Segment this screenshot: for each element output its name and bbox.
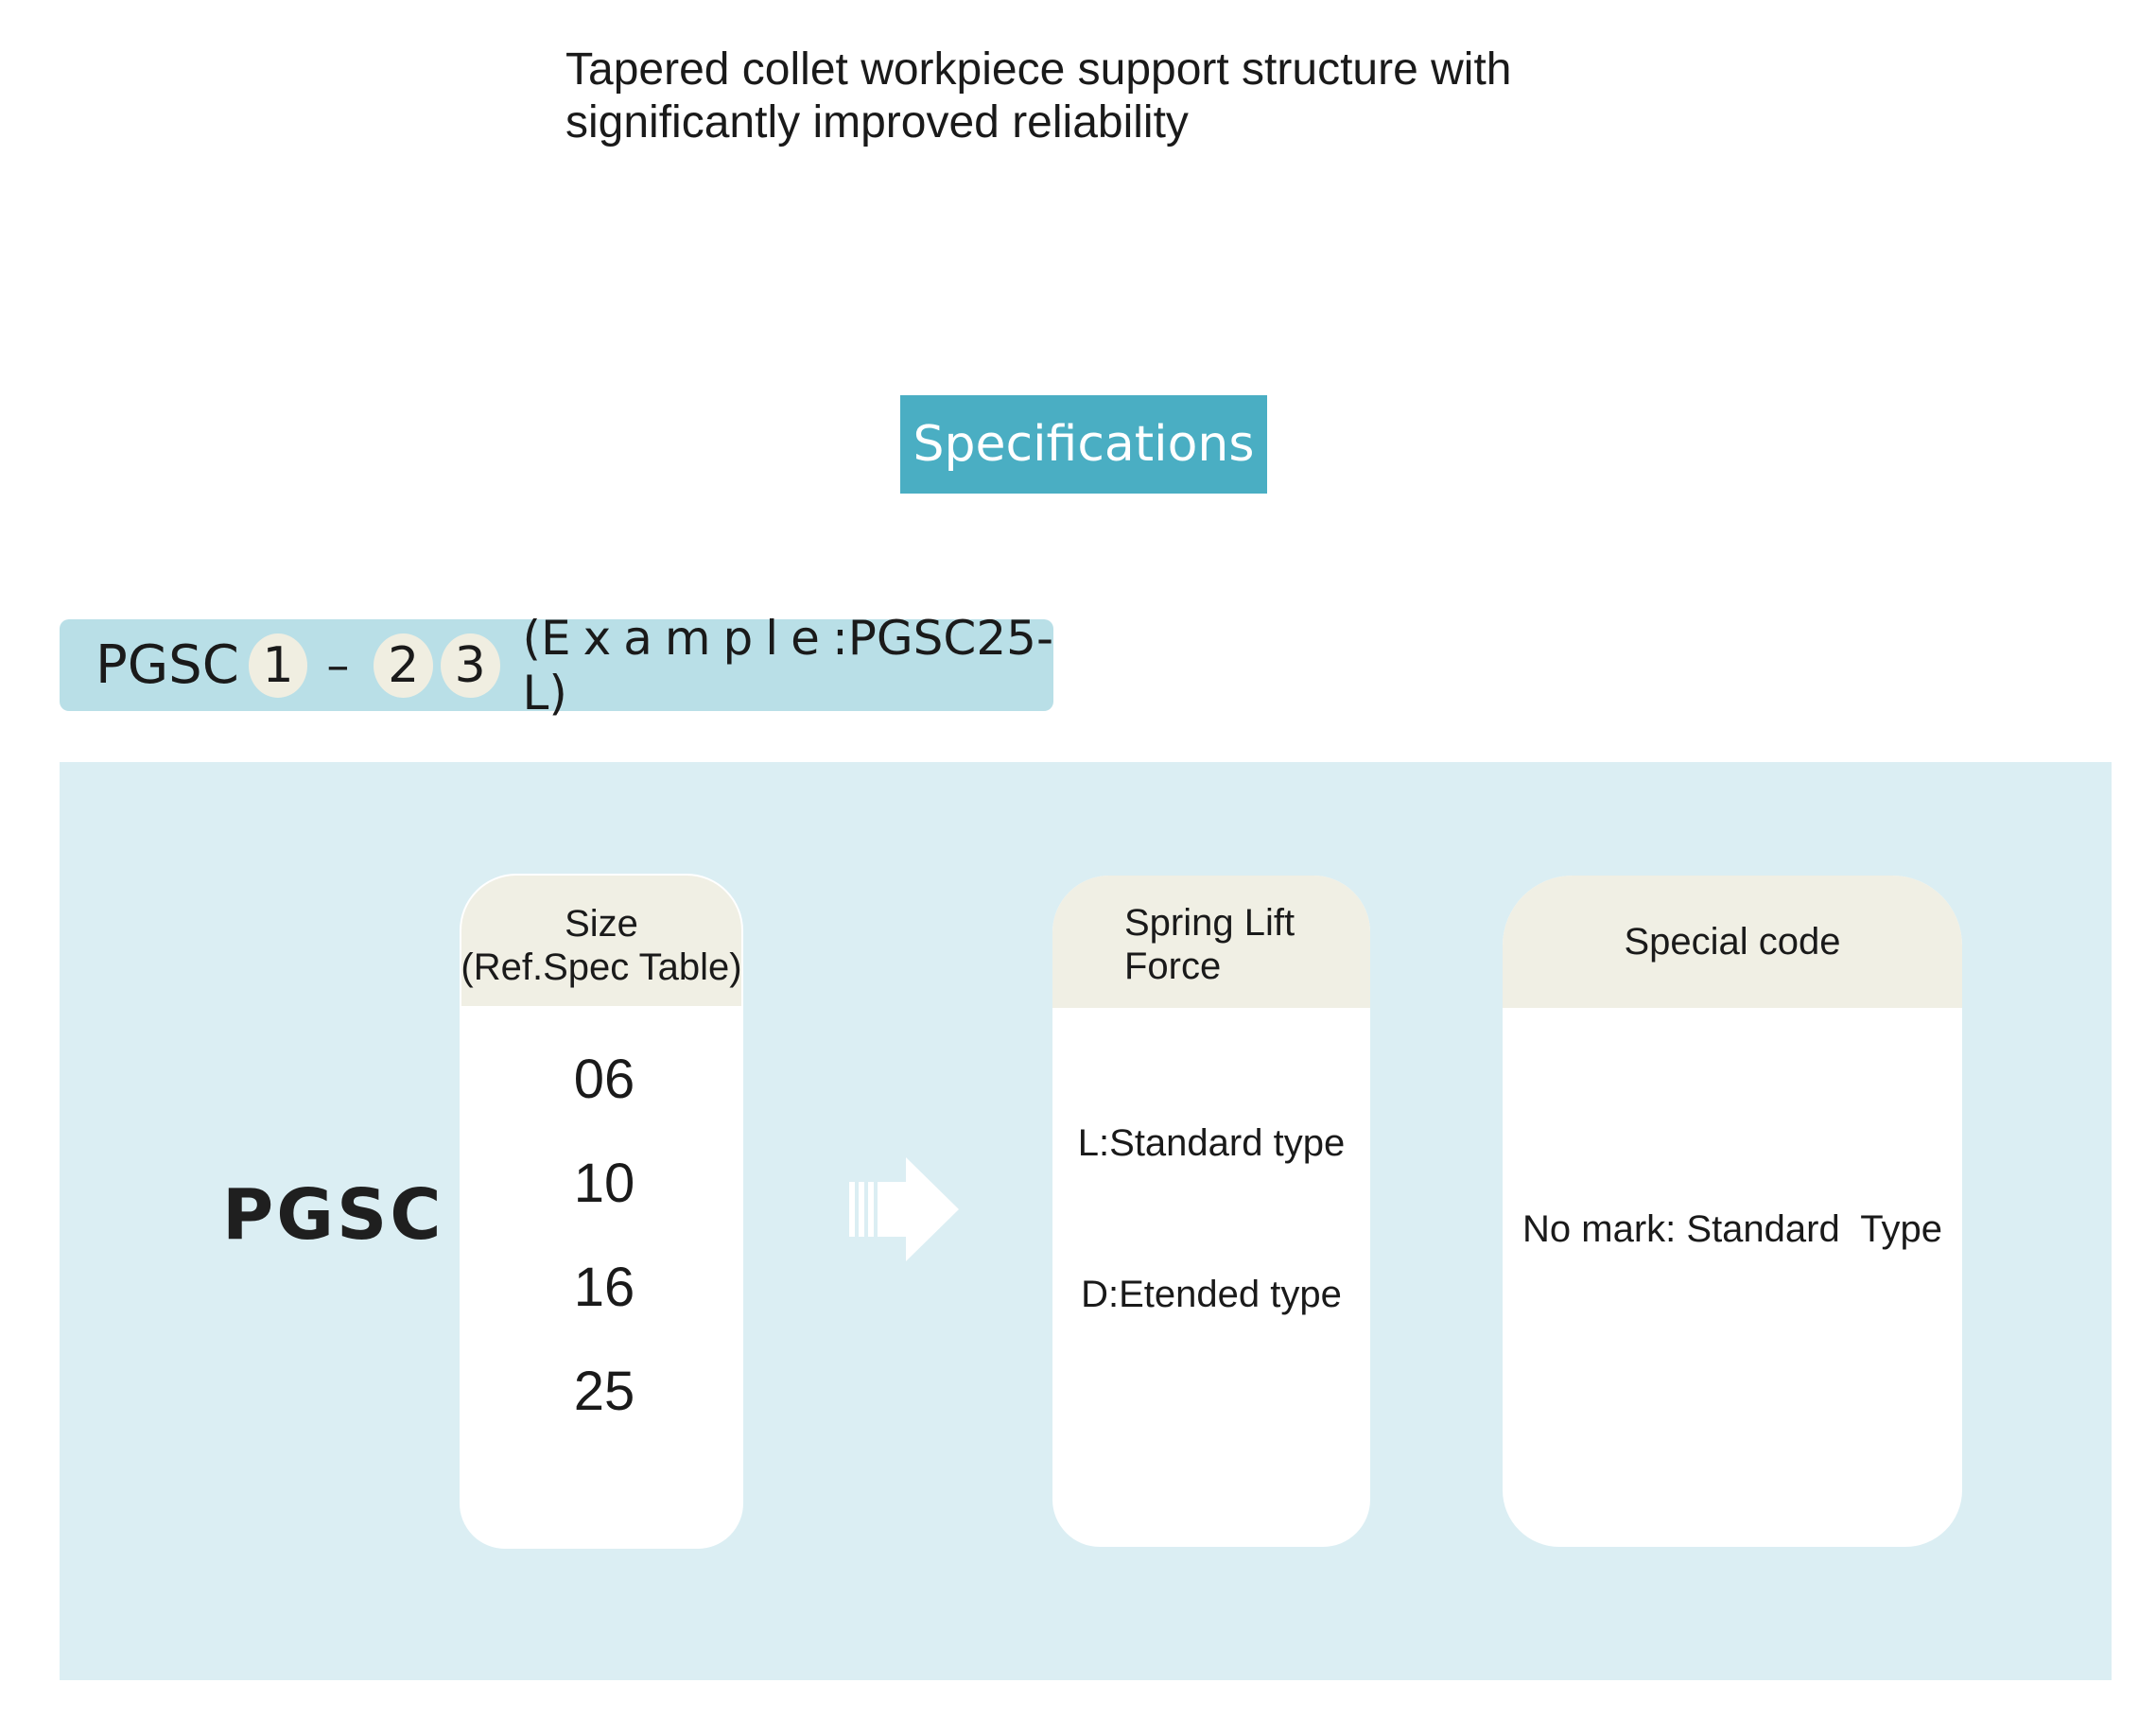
special-code-title: Special code [1624,921,1841,963]
spring-lift-title-line-1: Spring Lift [1124,902,1295,944]
special-code-card: Special code No mark: Standard Type [1503,876,1962,1547]
size-card-header: Size (Ref.Spec Table) [461,876,741,1006]
size-value: 16 [573,1257,635,1318]
model-code-slot-1: 1 [248,633,308,698]
size-value: 10 [573,1153,635,1214]
example-code: :PGSC25-L) [522,610,1054,720]
model-code-slot-3: 3 [440,633,500,698]
model-code-dash: – [326,638,350,692]
model-code-prefix: PGSC [96,634,239,696]
size-value-list: 06 10 16 25 [461,1006,741,1466]
right-arrow-icon [849,1157,959,1261]
size-value: 25 [573,1361,635,1422]
model-code-bar: PGSC 1 – 2 3 (Example:PGSC25-L) [60,611,1053,720]
size-value: 06 [573,1049,635,1110]
spring-lift-title-line-2: Force [1124,946,1222,987]
example-open-paren: ( [522,610,542,666]
size-card-subtitle: (Ref.Spec Table) [461,946,742,988]
specifications-banner: Specifications [900,395,1267,494]
ordering-panel: PGSC Size (Ref.Spec Table) 06 10 16 25 S… [60,762,2112,1680]
size-card: Size (Ref.Spec Table) 06 10 16 25 [460,874,743,1549]
headline-line-2: significantly improved reliability [565,97,1189,148]
spring-lift-option: D:Etended type [1081,1274,1342,1315]
special-code-value: No mark: Standard Type [1522,1208,1942,1250]
spring-lift-option: L:Standard type [1077,1122,1346,1164]
model-code-slot-2: 2 [374,633,433,698]
headline-line-1: Tapered collet workpiece support structu… [565,44,1512,95]
size-card-title: Size [565,903,638,945]
special-code-card-header: Special code [1503,876,1962,1008]
example-word: Example [541,610,832,666]
page-headline: Tapered collet workpiece support structu… [565,43,1700,149]
spring-lift-card-header: Spring Lift Force [1052,876,1370,1008]
series-name: PGSC [222,1174,444,1256]
spring-lift-value-list: L:Standard type D:Etended type [1052,1121,1370,1424]
model-code-example: (Example:PGSC25-L) [523,611,1054,720]
spring-lift-card: Spring Lift Force L:Standard type D:Eten… [1052,876,1370,1547]
